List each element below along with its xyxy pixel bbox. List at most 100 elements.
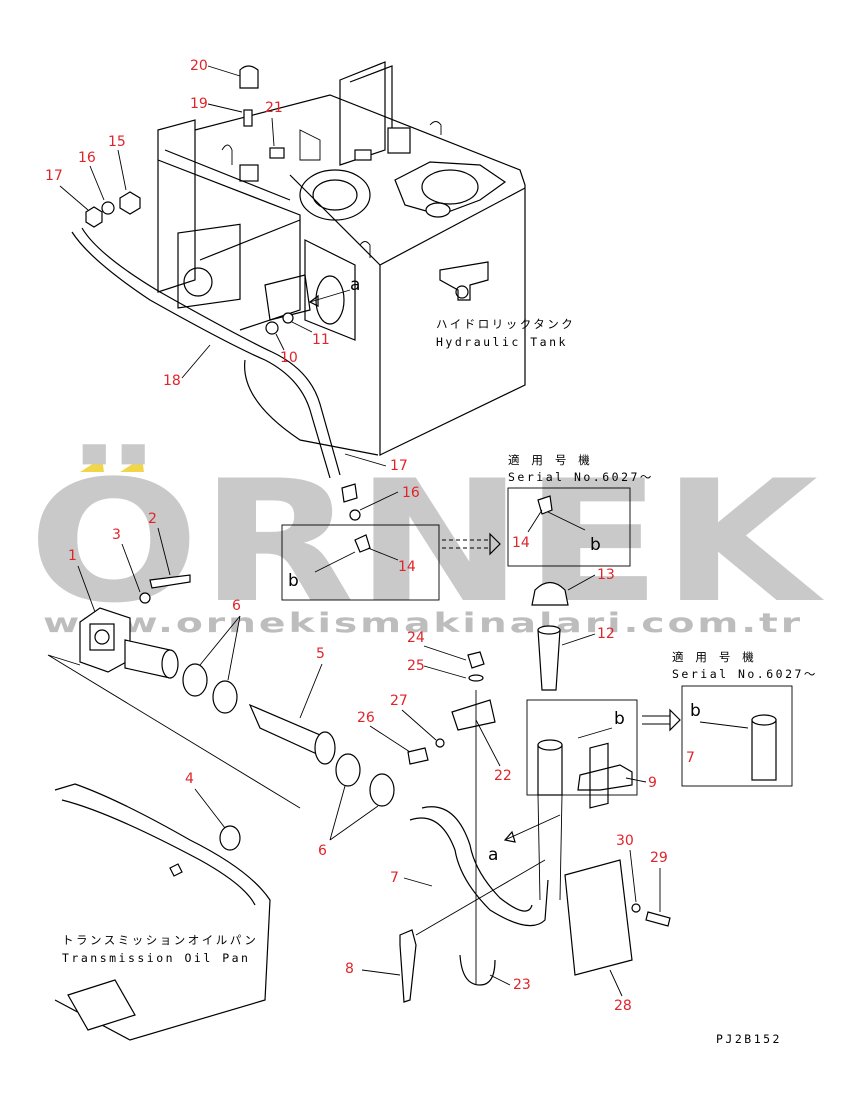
watermark-url: www.ornekismakinalari.com.tr [43, 608, 803, 639]
ref-b-serial-right: b [690, 701, 701, 721]
serial-frame-top [507, 487, 631, 567]
leader-14 [367, 547, 399, 561]
part-28-guard [564, 859, 633, 976]
part-12-strainer [537, 629, 561, 691]
callout-8: 8 [345, 961, 354, 977]
part-8-rod [399, 929, 417, 1003]
callout-5: 5 [316, 646, 325, 662]
tank-side-bolt [455, 285, 469, 299]
leader-25 [423, 665, 467, 679]
part-27-washer [435, 738, 445, 748]
callout-24: 24 [407, 630, 425, 646]
leader-21 [271, 117, 275, 147]
pipe-18-edge-b [81, 227, 341, 476]
leader-30 [629, 849, 637, 903]
serial-note-top: Serial No.6027～ [508, 470, 654, 484]
part-1-flange [89, 623, 115, 651]
tank-duct [339, 61, 386, 166]
frame-clip [221, 144, 233, 165]
callout-19: 19 [190, 96, 208, 112]
detail-box-b-center [281, 524, 501, 601]
ref-b-filler: b [614, 709, 625, 729]
part-14-serial [537, 495, 553, 515]
leader-17-lower [344, 453, 387, 467]
filler-tube [537, 794, 563, 901]
part-6-clamp-c [335, 753, 361, 787]
callout-17-lower: 17 [390, 458, 408, 474]
callout-16-lower: 16 [402, 485, 420, 501]
ref-a-filler: a [488, 845, 498, 865]
leader-2 [157, 527, 171, 576]
serial-title-right: 適 用 号 機 [672, 650, 756, 664]
leader-9 [625, 777, 647, 783]
frame-side-hole [315, 275, 345, 325]
serial-box-top [507, 487, 631, 567]
leader-1 [77, 565, 96, 613]
tank-top-fitting [387, 127, 411, 154]
leader-12 [561, 633, 596, 646]
callout-4: 4 [185, 771, 194, 787]
frame-brace [199, 219, 301, 261]
serial-transfer-arrow [642, 715, 670, 725]
serial-title-top: 適 用 号 機 [508, 453, 592, 467]
leader-8 [361, 969, 401, 976]
leader-18 [181, 344, 211, 379]
part-7-stub [751, 719, 777, 781]
tank-flange-port [421, 169, 479, 205]
watermark-accent-left [80, 458, 104, 472]
leader-14-serial [527, 509, 543, 533]
callout-11: 11 [312, 332, 330, 348]
leader-11 [291, 321, 313, 333]
detail-frame [281, 524, 440, 601]
part-24-nut [467, 651, 485, 669]
serial-note-right: Serial No.6027～ [672, 667, 818, 681]
detail-arrow-line [314, 551, 356, 573]
ref-arrowhead-a-top [308, 294, 319, 307]
leader-4 [194, 788, 226, 829]
part-26-bolt [407, 747, 429, 765]
part-25-washer [468, 674, 484, 682]
part-29-bolt [645, 911, 671, 927]
part-10-nut [265, 321, 279, 335]
callout-2: 2 [148, 511, 157, 527]
watermark-brand: ÖRNEK [28, 444, 825, 640]
callout-22: 22 [494, 768, 512, 784]
transmission-pan-label-jp: トランスミッションオイルパン [62, 933, 258, 947]
part-16-washer [101, 201, 115, 215]
part-5-hose-end [314, 731, 336, 765]
callout-20: 20 [190, 58, 208, 74]
leader-17 [59, 185, 89, 211]
leader-16 [89, 165, 105, 201]
oilpan-drain [169, 863, 183, 877]
part-20-switch [239, 65, 259, 89]
tank-cap [425, 202, 451, 218]
ref-b-center: b [288, 571, 299, 591]
filler-arrowhead-a [503, 830, 516, 843]
part-21-plug [269, 147, 285, 159]
callout-6-upper: 6 [232, 598, 241, 614]
callout-30: 30 [616, 833, 634, 849]
serial-frame-right [681, 685, 793, 787]
serial-arrow-right [699, 721, 749, 729]
callout-21: 21 [265, 100, 283, 116]
part-8-link [415, 859, 546, 936]
part-6-clamp-b [212, 680, 238, 714]
tank-top-port [299, 169, 371, 221]
leader-22 [475, 719, 501, 767]
part-17-nut [85, 206, 103, 228]
tank-top-block [354, 149, 372, 161]
leader-27 [401, 709, 437, 741]
leader-16-lower [359, 491, 399, 511]
watermark: ÖRNEK www.ornekismakinalari.com.tr [28, 444, 825, 640]
tank-clip-2 [429, 121, 442, 135]
serial-box-right [642, 685, 793, 787]
frame-plate [177, 223, 241, 309]
part-19-fitting [243, 109, 253, 127]
filter-assembly [47, 574, 395, 809]
leader-lines [59, 65, 661, 997]
tank-side-bracket [439, 261, 489, 301]
tank-clip [359, 241, 371, 258]
frame-fitting-block [239, 164, 259, 182]
ref-a-tank: a [350, 275, 360, 295]
